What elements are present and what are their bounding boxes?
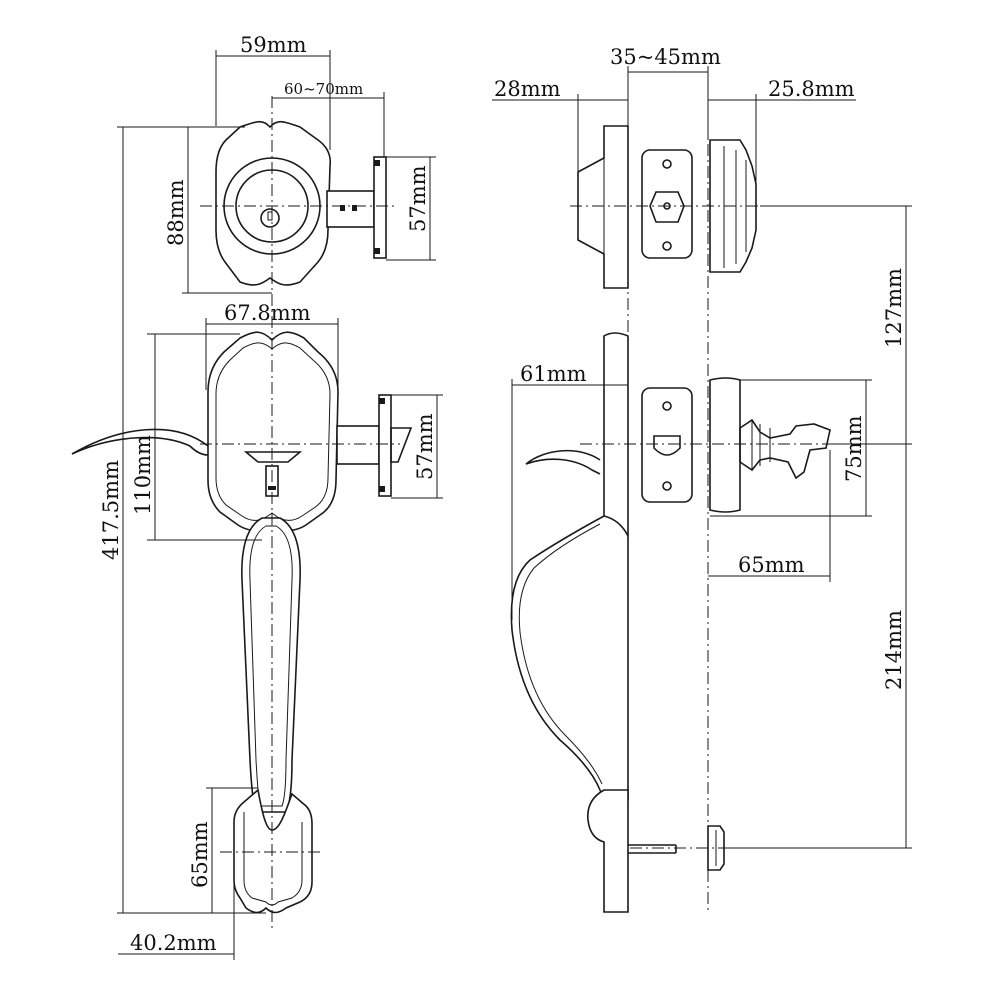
keyway-icon: [260, 208, 280, 228]
deadbolt-latch-hole-b: [352, 205, 357, 211]
latch-screw-1: [662, 401, 672, 411]
deadbolt-bolt-icon: [649, 191, 685, 223]
handleset-faceplate-screw-top: [379, 398, 385, 404]
dim-label-75: 75mm: [842, 415, 866, 482]
latch-strike-plate: [641, 387, 693, 503]
deadbolt-strike-plate: [641, 149, 693, 259]
strike-screw-1: [662, 159, 672, 169]
deadbolt-faceplate-screw-bottom: [374, 248, 380, 254]
exterior-lever: [71, 428, 209, 456]
dim-label-65-side: 65mm: [738, 553, 805, 577]
dim-label-57-handleset: 57mm: [413, 413, 437, 480]
handleset-escutcheon-inner: [215, 342, 331, 521]
dim-label-110: 110mm: [131, 435, 155, 515]
front-view: 59mm 60~70mm 88mm 57mm 67.8mm 57mm 110mm: [71, 33, 443, 960]
grip-side-inner: [518, 523, 603, 785]
dim-label-67-8: 67.8mm: [224, 301, 311, 325]
handleset-faceplate: [378, 394, 392, 497]
bottom-plate-side: [587, 789, 629, 913]
deadbolt-latch-hole-a: [340, 205, 345, 211]
dim-label-28: 28mm: [494, 77, 561, 101]
dim-label-214: 214mm: [882, 610, 906, 690]
dim-label-59: 59mm: [240, 33, 307, 57]
interior-rose: [709, 377, 741, 513]
handleset-latch-tube: [336, 425, 380, 465]
dim-label-65-bottom: 65mm: [188, 821, 212, 888]
dim-label-35-45: 35~45mm: [610, 45, 721, 69]
deadbolt-exterior-side: [577, 125, 629, 289]
dim-label-88: 88mm: [164, 179, 188, 246]
dim-label-417-5: 417.5mm: [99, 460, 123, 560]
interior-knob: [739, 418, 831, 480]
dim-label-61: 61mm: [520, 362, 587, 386]
deadbolt-latch-tube: [326, 190, 375, 228]
latch-screw-2: [662, 481, 672, 491]
dim-label-40-2: 40.2mm: [130, 931, 217, 955]
deadbolt-escutcheon: [215, 120, 332, 286]
handleset-faceplate-screw-bottom: [379, 486, 385, 492]
dim-label-127: 127mm: [882, 268, 906, 348]
side-view: 35~45mm 28mm 25.8mm 127mm 214mm 61mm 75m…: [492, 45, 912, 913]
handleset-escutcheon: [207, 331, 339, 531]
keyway-slot: [267, 211, 273, 221]
thumb-latch-icon: [243, 451, 303, 463]
grip-handle-inner: [249, 525, 293, 807]
exterior-lever-side: [525, 449, 601, 475]
strike-screw-2: [662, 241, 672, 251]
dim-label-57-deadbolt: 57mm: [406, 165, 430, 232]
latch-bolt-icon: [390, 427, 413, 463]
grip-side-profile: [510, 515, 629, 801]
latch-bolt-side-icon: [653, 435, 681, 456]
handle-exterior-plate: [603, 332, 629, 537]
deadbolt-faceplate: [373, 156, 387, 259]
dim-label-60-70: 60~70mm: [284, 80, 363, 98]
deadbolt-faceplate-screw-top: [374, 160, 380, 166]
dim-label-25-8: 25.8mm: [768, 77, 855, 101]
